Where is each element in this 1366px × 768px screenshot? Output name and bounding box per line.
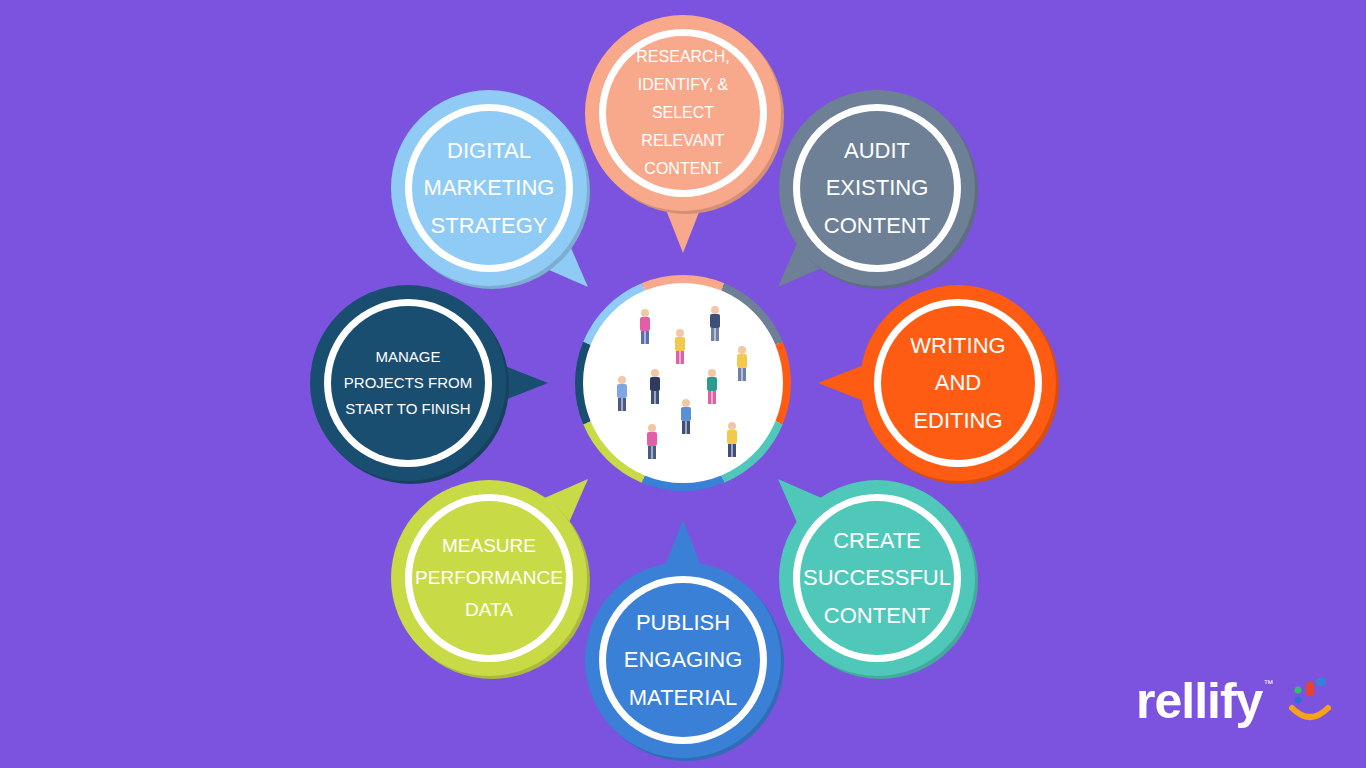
speech-bubble: RESEARCH, IDENTIFY, & SELECT RELEVANT CO… bbox=[583, 13, 783, 213]
logo-text: rellify bbox=[1136, 672, 1262, 730]
logo-icon bbox=[1292, 678, 1328, 717]
speech-bubble: DIGITAL MARKETING STRATEGY bbox=[389, 88, 589, 288]
speech-bubble: PUBLISH ENGAGING MATERIAL bbox=[583, 560, 783, 760]
bubble-label: MEASURE PERFORMANCE DATA bbox=[411, 530, 567, 627]
speech-bubble: AUDIT EXISTING CONTENT bbox=[777, 88, 977, 288]
bubble-label: PUBLISH ENGAGING MATERIAL bbox=[613, 604, 753, 716]
speech-bubble: MANAGE PROJECTS FROM START TO FINISH bbox=[308, 283, 508, 483]
speech-bubble: CREATE SUCCESSFUL CONTENT bbox=[777, 478, 977, 678]
bubble-label: DIGITAL MARKETING STRATEGY bbox=[414, 132, 564, 244]
people-circle bbox=[579, 279, 787, 487]
bubble-label: WRITING AND EDITING bbox=[898, 327, 1018, 439]
speech-bubble: MEASURE PERFORMANCE DATA bbox=[389, 478, 589, 678]
speech-bubble: WRITING AND EDITING bbox=[858, 283, 1058, 483]
bubble-label: AUDIT EXISTING CONTENT bbox=[812, 132, 942, 244]
bubble-label: MANAGE PROJECTS FROM START TO FINISH bbox=[338, 344, 478, 423]
bubble-label: CREATE SUCCESSFUL CONTENT bbox=[799, 522, 955, 634]
bubble-label: RESEARCH, IDENTIFY, & SELECT RELEVANT CO… bbox=[627, 43, 739, 183]
trademark-mark: ™ bbox=[1263, 678, 1273, 689]
